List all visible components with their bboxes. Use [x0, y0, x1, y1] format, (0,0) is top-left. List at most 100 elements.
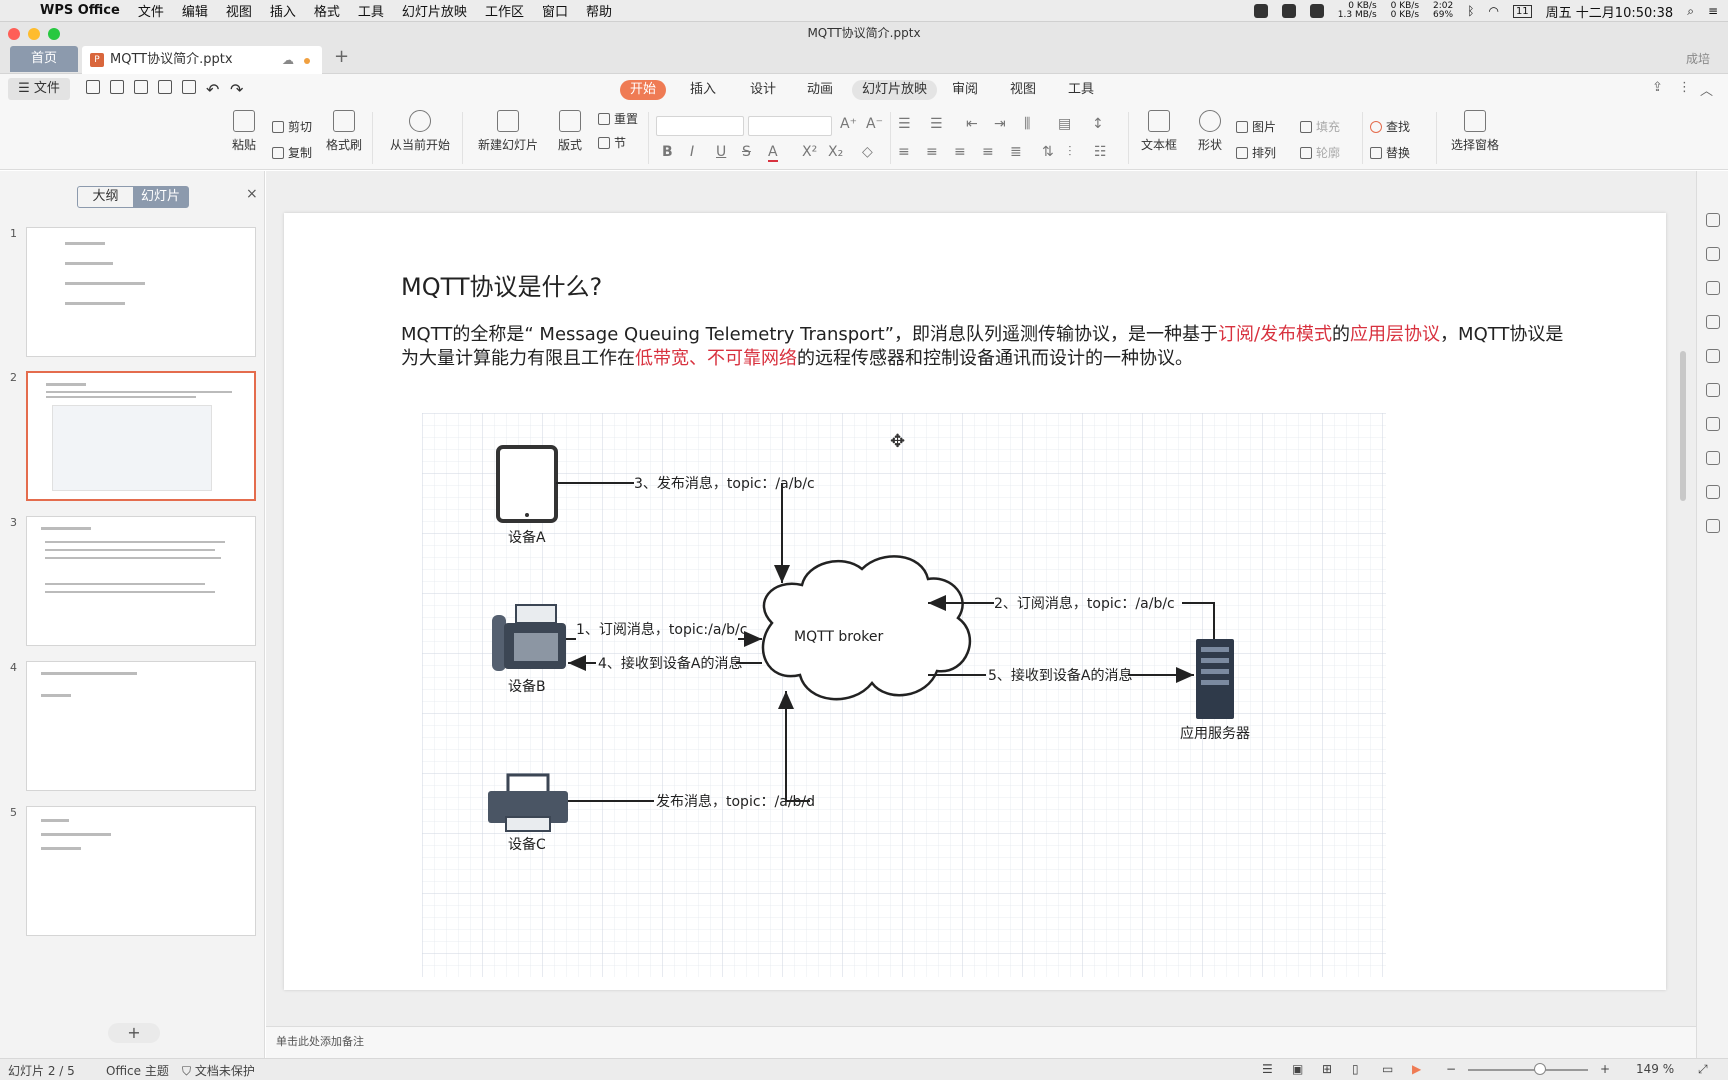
italic-icon[interactable]: I: [690, 144, 695, 160]
search-icon[interactable]: ⌕: [1687, 3, 1694, 18]
cloud-icon[interactable]: ☁: [282, 53, 294, 67]
increase-font-icon[interactable]: A⁺: [840, 116, 857, 132]
more-icon[interactable]: ⋮: [1678, 80, 1691, 95]
zoom-level[interactable]: 149 %: [1636, 1062, 1675, 1076]
sorter-view-icon[interactable]: ⊞: [1322, 1062, 1333, 1076]
minimize-window-button[interactable]: [28, 28, 40, 40]
undo-icon[interactable]: ↶: [206, 80, 220, 99]
wps-tray-icon[interactable]: [1281, 4, 1296, 18]
protect-status[interactable]: ⛉ 文档未保护: [182, 1062, 255, 1079]
new-slide-button[interactable]: 新建幻灯片: [470, 110, 546, 153]
file-menu-button[interactable]: ☰ 文件: [8, 78, 70, 100]
outdent-icon[interactable]: ⇤: [966, 116, 978, 132]
select-pane-button[interactable]: 选择窗格: [1442, 110, 1508, 153]
superscript-icon[interactable]: X²: [802, 144, 818, 160]
collapse-ribbon-icon[interactable]: ︿: [1700, 84, 1714, 99]
menu-tools[interactable]: 工具: [357, 5, 384, 20]
textbox-button[interactable]: 文本框: [1134, 110, 1184, 153]
menu-help[interactable]: 帮助: [585, 5, 612, 20]
shape-style-icon[interactable]: [1706, 247, 1720, 261]
slide-title[interactable]: MQTT协议是什么?: [401, 273, 603, 301]
menubar-app-name[interactable]: WPS Office: [40, 3, 120, 18]
ribbon-tab-home[interactable]: 开始: [620, 80, 667, 100]
zoom-in-icon[interactable]: +: [1600, 1062, 1611, 1076]
scrollbar-thumb[interactable]: [1680, 351, 1686, 501]
ribbon-tab-animation[interactable]: 动画: [807, 82, 834, 97]
slide-thumbnail-2[interactable]: [26, 371, 256, 501]
format-icon[interactable]: [1706, 315, 1720, 329]
justify-icon[interactable]: ≡: [982, 144, 994, 160]
maximize-window-button[interactable]: [48, 28, 60, 40]
shape-button[interactable]: 形状: [1190, 110, 1230, 153]
redo-icon[interactable]: ↷: [230, 80, 244, 99]
columns-icon[interactable]: ⫶: [1068, 144, 1072, 160]
arrange-button[interactable]: 排列: [1236, 144, 1276, 161]
align-left-icon[interactable]: ≡: [898, 144, 910, 160]
align-right-icon[interactable]: ≡: [954, 144, 966, 160]
tab-home[interactable]: 首页: [10, 46, 78, 72]
monitor-tray-icon[interactable]: [1309, 4, 1324, 18]
presenter-view-icon[interactable]: ▭: [1382, 1062, 1394, 1076]
cube-icon[interactable]: [1706, 519, 1720, 533]
reset-button[interactable]: 重置: [598, 110, 638, 127]
section-button[interactable]: 节: [598, 134, 626, 151]
font-color-icon[interactable]: A: [768, 144, 778, 162]
ribbon-tab-view[interactable]: 视图: [1010, 82, 1037, 97]
zoom-out-icon[interactable]: −: [1446, 1062, 1457, 1076]
slides-toggle[interactable]: 幻灯片: [133, 187, 188, 207]
export-icon[interactable]: [134, 80, 148, 94]
theme-name[interactable]: Office 主题: [106, 1064, 169, 1078]
slide-thumbnail-3[interactable]: [26, 516, 256, 646]
date-badge[interactable]: 11: [1512, 4, 1532, 18]
wifi-icon[interactable]: ◠: [1488, 4, 1499, 18]
cut-button[interactable]: 剪切: [272, 118, 312, 135]
menu-edit[interactable]: 编辑: [181, 5, 208, 20]
bluetooth-icon[interactable]: ᛒ: [1467, 4, 1475, 18]
ribbon-tab-design[interactable]: 设计: [750, 82, 777, 97]
font-size-combo[interactable]: [748, 116, 832, 136]
new-tab-button[interactable]: +: [334, 46, 350, 67]
share-icon[interactable]: ⇪: [1652, 80, 1663, 95]
outline-button[interactable]: 轮廓: [1300, 144, 1340, 161]
history-icon[interactable]: [1706, 451, 1720, 465]
backup-icon[interactable]: [1706, 349, 1720, 363]
paste-button[interactable]: 粘贴: [224, 110, 264, 153]
layout-button[interactable]: 版式: [552, 110, 588, 153]
underline-icon[interactable]: U: [716, 144, 727, 160]
fill-button[interactable]: 填充: [1300, 118, 1340, 135]
menu-workspace[interactable]: 工作区: [484, 5, 524, 20]
clear-format-icon[interactable]: ◇: [862, 144, 873, 160]
mqtt-architecture-diagram[interactable]: 设备A 设备B 设备C: [422, 413, 1386, 977]
format-painter-button[interactable]: 格式刷: [324, 110, 364, 153]
slide-body-text[interactable]: MQTT的全称是“ Message Queuing Telemetry Tran…: [401, 323, 1581, 371]
app-tray-icon[interactable]: [1253, 4, 1268, 18]
menu-slideshow[interactable]: 幻灯片放映: [401, 5, 467, 20]
menu-format[interactable]: 格式: [313, 5, 340, 20]
strikethrough-icon[interactable]: S: [742, 144, 751, 160]
play-from-current-button[interactable]: 从当前开始: [382, 110, 458, 153]
zoom-slider[interactable]: [1468, 1069, 1588, 1071]
text-direction-icon[interactable]: ⫼: [1024, 116, 1031, 132]
slide-thumbnail-4[interactable]: [26, 661, 256, 791]
user-account[interactable]: 成培: [1685, 52, 1710, 66]
font-name-combo[interactable]: [656, 116, 744, 136]
menu-file[interactable]: 文件: [137, 5, 164, 20]
line-spacing-icon[interactable]: ↕: [1092, 116, 1104, 132]
zoom-slider-handle[interactable]: [1534, 1063, 1546, 1075]
play-slideshow-icon[interactable]: ▶: [1412, 1062, 1422, 1076]
ribbon-tab-review[interactable]: 审阅: [952, 82, 979, 97]
picture-button[interactable]: 图片: [1236, 118, 1276, 135]
bold-icon[interactable]: B: [662, 144, 673, 160]
numbering-icon[interactable]: ☰: [930, 116, 943, 132]
notes-toggle-icon[interactable]: ☰: [1262, 1062, 1273, 1076]
outline-toggle[interactable]: 大纲: [92, 189, 119, 204]
menu-insert[interactable]: 插入: [269, 5, 296, 20]
control-center-icon[interactable]: ≡: [1707, 4, 1718, 18]
align-text-icon[interactable]: ▤: [1058, 116, 1072, 132]
save-icon[interactable]: [110, 80, 124, 94]
vertical-scrollbar[interactable]: [1680, 181, 1688, 1011]
decrease-font-icon[interactable]: A⁻: [866, 116, 883, 132]
bullets-icon[interactable]: ☰: [898, 116, 911, 132]
text-style-icon[interactable]: [1706, 281, 1720, 295]
notes-area[interactable]: 单击此处添加备注: [266, 1026, 1696, 1058]
